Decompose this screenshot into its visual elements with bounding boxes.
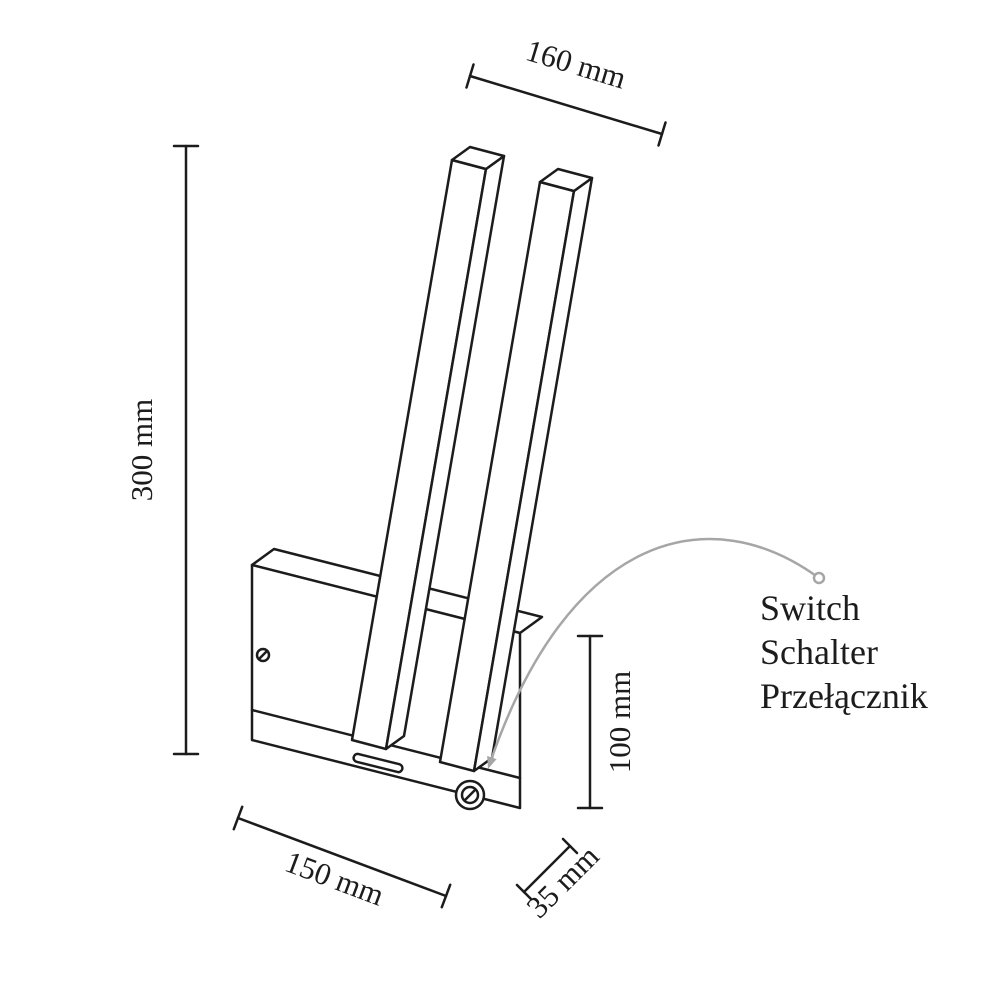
dimension-top-width-label: 160 mm: [522, 32, 630, 95]
switch-label-de: Schalter: [760, 632, 878, 672]
arrow-start-dot: [812, 571, 826, 585]
tick-right: [440, 883, 452, 909]
switch-label-pl: Przełącznik: [760, 676, 928, 716]
dimension-box-height-label: 100 mm: [602, 671, 637, 773]
tick-top: [561, 837, 579, 855]
cable-slot-icon: [352, 752, 404, 774]
switch-callout-arrow: [487, 537, 826, 769]
lamp-bar-right: [438, 167, 594, 773]
dimension-box-height: 100 mm: [576, 634, 637, 810]
tick-bottom: [515, 883, 533, 901]
dimension-top-width: 160 mm: [465, 32, 667, 147]
dimension-box-depth-label: 35 mm: [519, 838, 605, 924]
switch-knob[interactable]: [454, 779, 486, 811]
tick-left: [465, 63, 475, 89]
switch-label-en: Switch: [760, 588, 860, 628]
tick-left: [232, 805, 244, 831]
tick-right: [657, 121, 667, 147]
dimension-box-depth: 35 mm: [515, 837, 606, 925]
switch-label-block: Switch Schalter Przełącznik: [760, 588, 928, 716]
mounting-screw-icon: [255, 647, 271, 663]
dimension-box-width: 150 mm: [232, 805, 452, 913]
dimension-total-height: 300 mm: [124, 144, 200, 756]
dimension-total-height-label: 300 mm: [124, 399, 159, 501]
bar-left-top-cap: [450, 145, 506, 171]
bar-right-top-cap: [538, 167, 594, 193]
lamp-bar-left: [350, 145, 506, 751]
arrow-curve: [487, 537, 820, 769]
